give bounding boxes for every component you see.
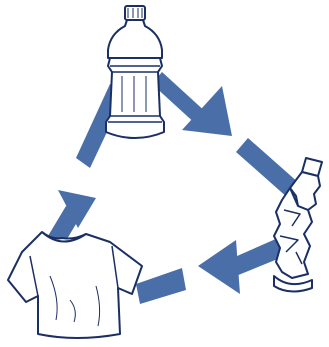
t-shirt-icon [8,232,142,338]
arrow-segment-to-shirt [136,268,186,304]
plastic-bottle-icon [106,6,164,138]
